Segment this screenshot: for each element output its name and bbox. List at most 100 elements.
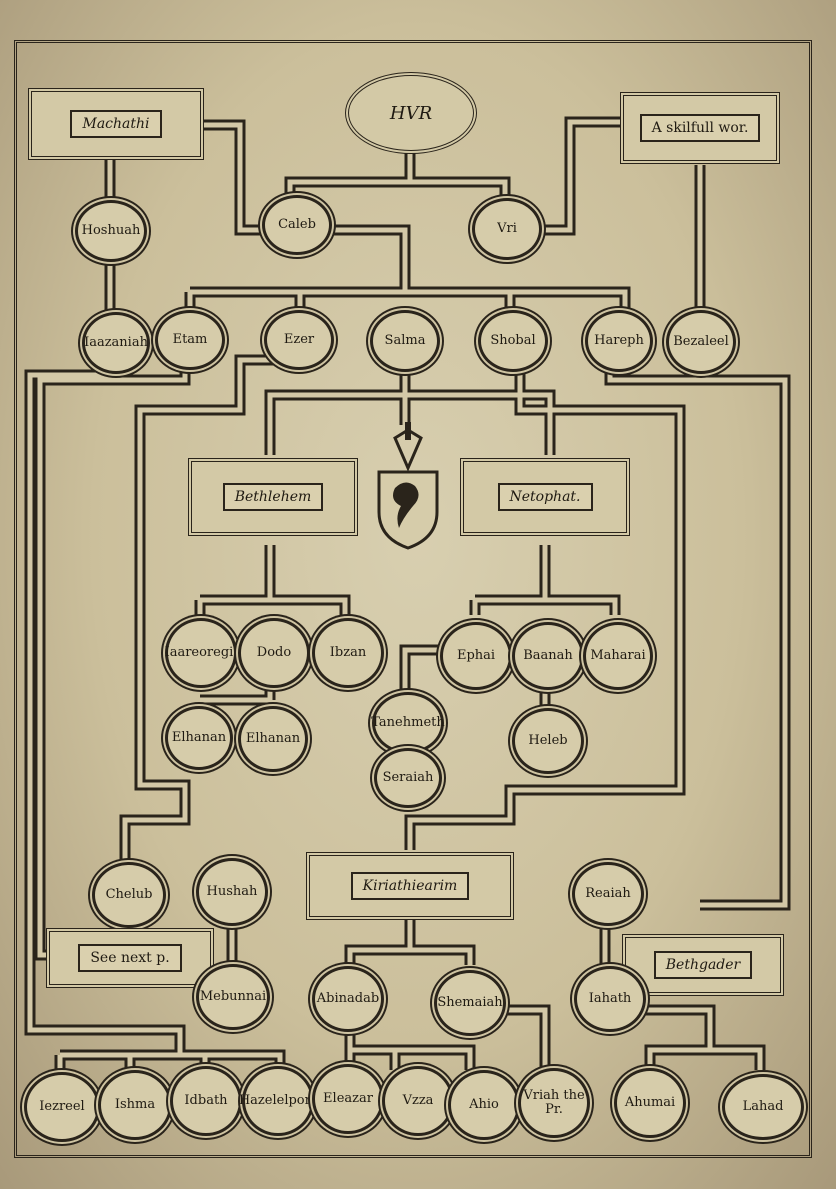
person-etam: Etam <box>155 310 225 370</box>
connector-inner <box>405 392 553 455</box>
person-shobal: Shobal <box>478 310 548 372</box>
page-border <box>14 40 812 1158</box>
connector <box>190 286 631 312</box>
connector-inner <box>190 289 628 312</box>
connector-inner <box>407 370 683 850</box>
person-elhanan-2: Elhanan <box>238 706 308 772</box>
connector-inner <box>27 372 183 1055</box>
connector <box>330 224 411 290</box>
bethgader-label: Bethgader <box>653 951 753 979</box>
person-hoshuah: Hoshuah <box>75 200 147 262</box>
connector <box>399 644 440 690</box>
person-ahio-label: Ahio <box>469 1097 499 1112</box>
person-iezreel: Iezreel <box>24 1072 100 1142</box>
person-salma: Salma <box>370 310 440 372</box>
person-vzza: Vzza <box>382 1066 454 1136</box>
person-salma-label: Salma <box>384 333 426 348</box>
person-hazelelponi: Hazelelponi <box>238 1066 318 1136</box>
machathi-label: Machathi <box>70 110 162 138</box>
kiriathiearim-label: Kiriathiearim <box>350 872 470 900</box>
bethlehem-cartouche: Bethlehem <box>188 458 358 536</box>
person-mebunnai: Mebunnai <box>196 964 270 1030</box>
kiriathiearim-cartouche: Kiriathiearim <box>306 852 514 920</box>
person-iaazaniah-label: Iaazaniah <box>84 335 148 350</box>
person-iaareoregi: Iaareoregi. <box>165 618 237 688</box>
person-hazelelponi-label: Hazelelponi <box>238 1093 318 1108</box>
hur-label: HVR <box>389 102 433 124</box>
person-hareph: Hareph <box>585 310 653 372</box>
connector <box>344 915 416 965</box>
person-vri: Vri <box>472 198 542 260</box>
person-elhanan-1-label: Elhanan <box>171 730 227 745</box>
netophat-label: Netophat. <box>497 483 593 511</box>
connector-inner <box>475 597 618 615</box>
person-chelub-label: Chelub <box>105 887 153 902</box>
person-ephai: Ephai <box>440 622 512 690</box>
connector-inner <box>347 1030 473 1070</box>
person-vri-label: Vri <box>497 221 517 236</box>
person-reaiah: Reaiah <box>572 862 644 926</box>
see-next-label: See next p. <box>78 944 182 972</box>
person-heleb: Heleb <box>512 708 584 774</box>
connector-inner <box>545 119 620 233</box>
connector-inner <box>402 647 440 690</box>
person-baanah-label: Baanah <box>523 648 573 663</box>
connector-inner <box>330 227 408 290</box>
person-dodo: Dodo <box>238 618 310 688</box>
connector <box>545 116 620 236</box>
person-hushah: Hushah <box>196 858 268 926</box>
heraldic-shield-icon <box>377 422 439 550</box>
connector-inner <box>607 370 788 908</box>
person-seraiah-label: Seraiah <box>382 770 434 785</box>
person-abinadab: Abinadab <box>312 966 384 1032</box>
connector <box>200 119 262 236</box>
connector-inner <box>200 597 348 615</box>
skilfull-cartouche: A skilfull wor. <box>620 92 780 164</box>
person-vzza-label: Vzza <box>402 1093 434 1108</box>
person-elhanan-2-label: Elhanan <box>245 731 301 746</box>
see-next-cartouche: See next p. <box>46 928 214 988</box>
skilfull-label: A skilfull wor. <box>639 114 761 142</box>
person-elhanan-1: Elhanan <box>165 706 233 770</box>
connector <box>710 1044 766 1070</box>
person-tanehmeth-label: Tanehmeth <box>371 715 445 730</box>
person-bezaleel: Bezaleel <box>666 310 736 374</box>
person-bezaleel-label: Bezaleel <box>673 334 729 349</box>
person-iaareoregi-label: Iaareoregi. <box>164 645 238 660</box>
connector-inner <box>410 947 473 965</box>
person-dodo-label: Dodo <box>256 645 292 660</box>
person-maharai-label: Maharai <box>590 648 646 663</box>
person-idbath-label: Idbath <box>184 1093 228 1108</box>
person-ishma-label: Ishma <box>114 1097 156 1112</box>
person-ephai-label: Ephai <box>456 648 496 663</box>
person-hareph-label: Hareph <box>594 333 644 348</box>
connector-inner <box>710 1047 763 1070</box>
person-baanah: Baanah <box>512 622 584 690</box>
connector-inner <box>410 179 508 205</box>
connector-inner <box>200 122 262 233</box>
person-ezer-label: Ezer <box>283 332 315 347</box>
person-shemaiah: Shemaiah <box>434 970 506 1036</box>
person-ahio: Ahio <box>448 1070 520 1140</box>
person-ishma: Ishma <box>98 1070 172 1140</box>
connector-inner <box>267 370 408 455</box>
person-ibzan: Ibzan <box>312 618 384 688</box>
person-iahath: Iahath <box>574 966 646 1032</box>
person-heleb-label: Heleb <box>528 733 568 748</box>
person-tanehmeth: Tanehmeth <box>371 692 445 754</box>
person-caleb-label: Caleb <box>278 217 316 232</box>
netophat-cartouche: Netophat. <box>460 458 630 536</box>
person-ezer: Ezer <box>264 310 334 370</box>
person-iezreel-label: Iezreel <box>39 1099 85 1114</box>
person-ahumai: Ahumai <box>614 1068 686 1138</box>
person-shobal-label: Shobal <box>490 333 536 348</box>
person-hoshuah-label: Hoshuah <box>81 223 141 238</box>
person-caleb: Caleb <box>262 195 332 255</box>
person-iahath-label: Iahath <box>588 991 632 1006</box>
connector-inner <box>122 357 290 870</box>
person-ahumai-label: Ahumai <box>624 1095 676 1110</box>
person-seraiah: Seraiah <box>374 748 442 808</box>
person-eleazar-label: Eleazar <box>323 1091 373 1106</box>
connector-inner <box>347 915 413 965</box>
